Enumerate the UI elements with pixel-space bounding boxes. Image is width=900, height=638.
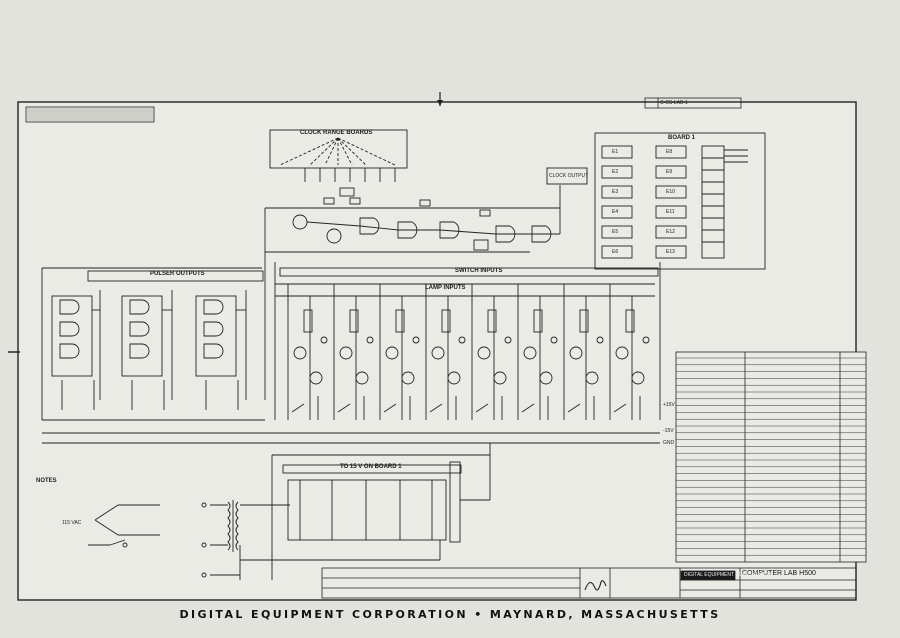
board-slot-label: E1 — [612, 149, 619, 155]
board-slot-label: E8 — [666, 149, 673, 155]
clock-output-label: CLOCK OUTPUT — [549, 173, 589, 179]
pulser-outputs-label: PULSER OUTPUTS — [150, 271, 205, 277]
clock-range-boards-label: CLOCK RANGE BOARDS — [300, 130, 373, 136]
to-15v-board-label: TO 15 V ON BOARD 1 — [340, 464, 402, 470]
board-slot-label: E11 — [666, 209, 675, 215]
drawing-number-box — [644, 97, 742, 109]
drawing-number: C-CS-LAB-1 — [660, 100, 688, 106]
vac-label: 115 VAC — [62, 520, 82, 526]
pulser-outputs — [41, 267, 660, 444]
ground-label: GND — [663, 440, 675, 446]
input-columns — [287, 284, 650, 420]
board-slot-label: E4 — [612, 209, 619, 215]
switch-inputs-label: SWITCH INPUTS — [455, 268, 503, 274]
input-stage — [379, 284, 420, 420]
board-slot-label: E9 — [666, 169, 673, 175]
input-stage — [517, 284, 558, 420]
input-stage — [471, 284, 512, 420]
title-block-title: COMPUTER LAB H500 — [742, 570, 816, 577]
parts-list-table — [675, 351, 867, 563]
input-stage — [425, 284, 466, 420]
board-slot-label: E5 — [612, 229, 619, 235]
ac-input-wiring — [88, 504, 160, 548]
minus-15v-label: -15V — [663, 428, 674, 434]
input-stage — [609, 284, 650, 420]
board-slot-label: E13 — [666, 249, 675, 255]
board-slot-label: E3 — [612, 189, 619, 195]
power-distribution — [240, 443, 491, 580]
input-stage — [287, 284, 328, 420]
input-stage — [333, 284, 374, 420]
clock-gate-chain — [264, 167, 588, 400]
board-1-label: BOARD 1 — [668, 135, 696, 141]
revision-note-box — [25, 106, 155, 123]
title-block-company: DIGITAL EQUIPMENT CORPORATION — [684, 572, 773, 578]
board-slot-label: E12 — [666, 229, 675, 235]
power-transformer — [201, 500, 241, 580]
board-slot-label: E6 — [612, 249, 619, 255]
drawing-footer: DIGITAL EQUIPMENT CORPORATION • MAYNARD,… — [179, 608, 721, 621]
board-slot-label: E2 — [612, 169, 619, 175]
lamp-inputs-label: LAMP INPUTS — [425, 285, 466, 291]
board-slot-label: E10 — [666, 189, 675, 195]
title-block — [321, 567, 857, 599]
clock-range-boards — [269, 129, 408, 197]
notes-heading: NOTES — [36, 478, 57, 484]
plus-15v-label: +15V — [663, 402, 675, 408]
switch-lamp-inputs — [274, 262, 661, 420]
board-1-layout — [594, 132, 766, 270]
input-stage — [563, 284, 604, 420]
parts-list-rows — [676, 357, 866, 556]
